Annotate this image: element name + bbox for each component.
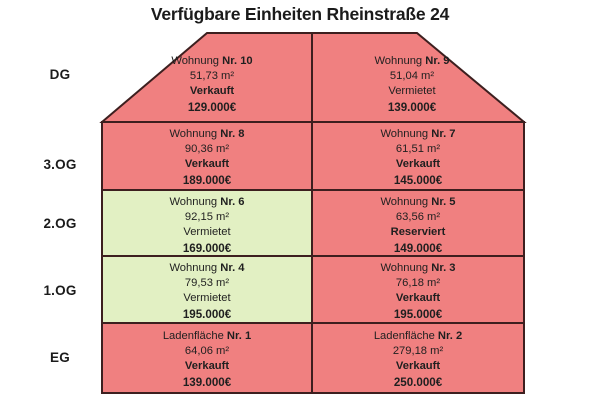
unit-status: Vermietet <box>183 292 231 305</box>
floor-label-1og: 1.OG <box>43 283 77 298</box>
unit-area: 76,18 m² <box>395 277 441 290</box>
unit-dg-right[interactable]: Wohnung Nr. 9 51,04 m² Vermietet 139.000… <box>322 55 502 114</box>
unit-shape-eg-left[interactable] <box>101 322 313 394</box>
unit-shape-3og-left[interactable] <box>101 121 313 191</box>
unit-name: Wohnung Nr. 7 <box>380 128 456 140</box>
unit-status: Vermietet <box>183 226 231 239</box>
unit-name: Wohnung Nr. 6 <box>169 196 245 208</box>
unit-status: Reserviert <box>390 226 446 239</box>
unit-price: 195.000€ <box>393 307 443 321</box>
unit-shape-1og-right[interactable] <box>311 255 525 324</box>
floor-label-3og: 3.OG <box>43 157 77 172</box>
floor-label-dg: DG <box>49 67 71 82</box>
unit-shape-2og-left[interactable] <box>101 189 313 257</box>
unit-1og-left[interactable]: Wohnung Nr. 4 79,53 m² Vermietet 195.000… <box>112 262 302 321</box>
unit-status: Verkauft <box>189 85 235 98</box>
unit-status: Vermietet <box>388 85 436 98</box>
unit-dg-left[interactable]: Wohnung Nr. 10 51,73 m² Verkauft 129.000… <box>122 55 302 114</box>
unit-price: 129.000€ <box>187 100 237 114</box>
unit-name: Wohnung Nr. 5 <box>380 196 456 208</box>
unit-name: Ladenfläche Nr. 1 <box>162 330 252 342</box>
unit-price: 195.000€ <box>182 307 232 321</box>
unit-shape-3og-right[interactable] <box>311 121 525 191</box>
unit-3og-left[interactable]: Wohnung Nr. 8 90,36 m² Verkauft 189.000€ <box>112 128 302 187</box>
unit-area: 51,04 m² <box>389 70 435 83</box>
unit-1og-right[interactable]: Wohnung Nr. 3 76,18 m² Verkauft 195.000€ <box>322 262 514 321</box>
unit-name: Wohnung Nr. 3 <box>380 262 456 274</box>
unit-area: 61,51 m² <box>395 143 441 156</box>
floor-label-2og: 2.OG <box>43 216 77 231</box>
unit-price: 169.000€ <box>182 241 232 255</box>
unit-area: 51,73 m² <box>189 70 235 83</box>
unit-area: 279,18 m² <box>392 345 444 358</box>
unit-area: 64,06 m² <box>184 345 230 358</box>
unit-2og-left[interactable]: Wohnung Nr. 6 92,15 m² Vermietet 169.000… <box>112 196 302 255</box>
unit-name: Wohnung Nr. 8 <box>169 128 245 140</box>
unit-area: 90,36 m² <box>184 143 230 156</box>
unit-name: Wohnung Nr. 10 <box>171 55 253 67</box>
unit-status: Verkauft <box>184 360 230 373</box>
page-title: Verfügbare Einheiten Rheinstraße 24 <box>150 4 450 24</box>
unit-status: Verkauft <box>184 158 230 171</box>
unit-status: Verkauft <box>395 292 441 305</box>
unit-price: 149.000€ <box>393 241 443 255</box>
unit-2og-right[interactable]: Wohnung Nr. 5 63,56 m² Reserviert 149.00… <box>322 196 514 255</box>
unit-price: 145.000€ <box>393 173 443 187</box>
unit-status: Verkauft <box>395 360 441 373</box>
unit-shape-1og-left[interactable] <box>101 255 313 324</box>
unit-name: Ladenfläche Nr. 2 <box>373 330 463 342</box>
unit-area: 63,56 m² <box>395 211 441 224</box>
unit-area: 79,53 m² <box>184 277 230 290</box>
unit-area: 92,15 m² <box>184 211 230 224</box>
floor-label-eg: EG <box>50 350 70 365</box>
unit-shape-2og-right[interactable] <box>311 189 525 257</box>
unit-price: 250.000€ <box>393 375 443 389</box>
unit-price: 139.000€ <box>182 375 232 389</box>
unit-name: Wohnung Nr. 9 <box>374 55 450 67</box>
unit-eg-left[interactable]: Ladenfläche Nr. 1 64,06 m² Verkauft 139.… <box>112 330 302 389</box>
unit-price: 189.000€ <box>182 173 232 187</box>
unit-eg-right[interactable]: Ladenfläche Nr. 2 279,18 m² Verkauft 250… <box>322 330 514 389</box>
unit-price: 139.000€ <box>387 100 437 114</box>
unit-3og-right[interactable]: Wohnung Nr. 7 61,51 m² Verkauft 145.000€ <box>322 128 514 187</box>
unit-shape-eg-right[interactable] <box>311 322 525 394</box>
unit-name: Wohnung Nr. 4 <box>169 262 245 274</box>
unit-status: Verkauft <box>395 158 441 171</box>
